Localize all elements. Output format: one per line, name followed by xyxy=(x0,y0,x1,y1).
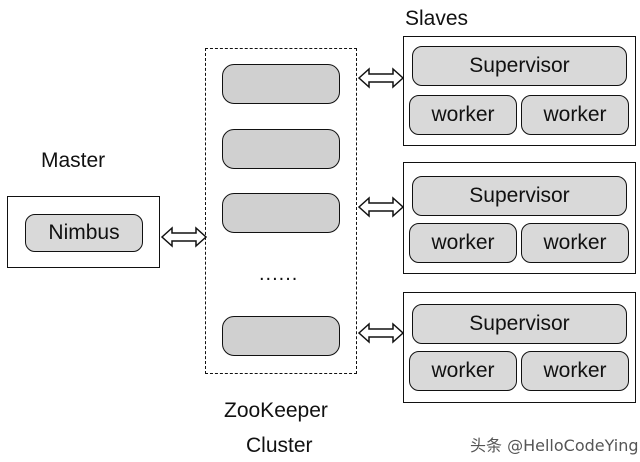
zookeeper-ellipsis: ...... xyxy=(259,263,299,285)
zookeeper-slave2-arrow xyxy=(357,196,405,218)
zookeeper-node xyxy=(222,64,340,104)
slave-node-2: Supervisor worker worker xyxy=(403,162,636,274)
zookeeper-node xyxy=(222,193,340,233)
zookeeper-slave3-arrow xyxy=(357,322,405,344)
worker-node: worker xyxy=(409,223,517,263)
worker-node: worker xyxy=(409,351,517,391)
supervisor-node: Supervisor xyxy=(412,46,627,86)
master-zookeeper-arrow xyxy=(160,226,208,248)
zookeeper-subtitle: Cluster xyxy=(246,434,313,457)
slave-node-1: Supervisor worker worker xyxy=(403,36,636,146)
supervisor-node: Supervisor xyxy=(412,176,627,216)
worker-node: worker xyxy=(409,95,517,135)
worker-node: worker xyxy=(521,351,629,391)
zookeeper-title: ZooKeeper xyxy=(224,399,328,422)
zookeeper-cluster-frame xyxy=(205,48,357,374)
master-label: Master xyxy=(41,149,106,172)
watermark: 头条 @HelloCodeYing xyxy=(470,436,639,455)
worker-node: worker xyxy=(521,95,629,135)
nimbus-node: Nimbus xyxy=(25,214,143,252)
zookeeper-slave1-arrow xyxy=(357,67,405,89)
slave-node-3: Supervisor worker worker xyxy=(403,292,636,403)
zookeeper-node xyxy=(222,316,340,356)
slaves-label: Slaves xyxy=(405,7,469,30)
zookeeper-node xyxy=(222,129,340,169)
supervisor-node: Supervisor xyxy=(412,304,627,344)
worker-node: worker xyxy=(521,223,629,263)
master-box: Nimbus xyxy=(7,196,160,268)
